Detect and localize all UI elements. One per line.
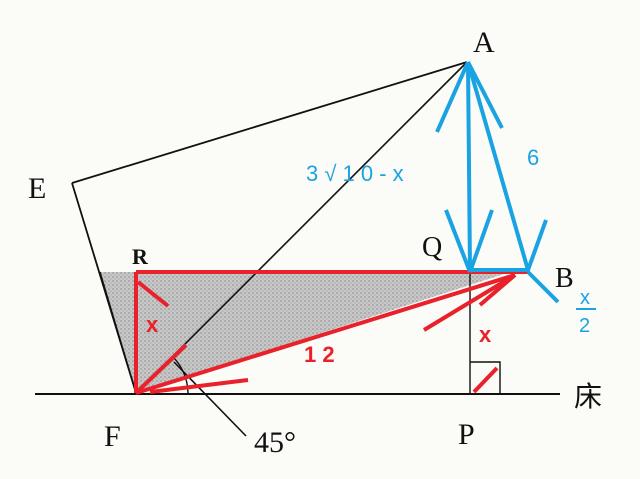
blue-label-frac-den: 2 [579, 315, 590, 337]
red-tick-P [472, 366, 499, 394]
blue-arrow-B-up [526, 219, 548, 271]
red-tick-B1 [422, 273, 517, 332]
label-P: P [458, 418, 475, 451]
label-angle-45: 45° [254, 426, 296, 459]
red-tick-R [136, 280, 170, 308]
blue-arrow-A-left [435, 61, 470, 133]
label-B: B [555, 263, 574, 294]
red-tick-F2 [149, 378, 249, 394]
shaded-triangle-region [100, 272, 510, 393]
label-Q: Q [422, 232, 442, 263]
right-angle-mark-P [470, 361, 501, 394]
red-label-x-left: x [146, 312, 159, 337]
blue-arrow-Q-left [444, 209, 472, 273]
red-label-twelve: 1 2 [304, 342, 335, 367]
label-floor: 床 [574, 381, 602, 413]
red-label-x-right: x [479, 322, 492, 347]
blue-A-B [466, 61, 530, 271]
label-E: E [28, 172, 46, 205]
blue-label-six: 6 [527, 145, 539, 170]
label-R: R [132, 244, 149, 269]
segment-left-edge [99, 271, 137, 394]
angle-pointer [173, 361, 247, 437]
label-A: A [473, 26, 495, 59]
segment-F-A [135, 61, 468, 394]
blue-label-frac-num: x [580, 287, 590, 309]
blue-arrow-Q-right [468, 209, 494, 273]
blue-A-Q [466, 61, 472, 273]
red-F-B [135, 273, 516, 395]
label-F: F [104, 420, 121, 453]
segment-E-A [71, 61, 468, 184]
blue-arrow-A-right [466, 61, 504, 129]
red-tick-F1 [134, 343, 188, 395]
blue-label-expression: 3 √ 1 0 - x [306, 161, 404, 186]
red-tick-B2 [478, 273, 517, 307]
blue-arrow-B-down [526, 270, 560, 304]
